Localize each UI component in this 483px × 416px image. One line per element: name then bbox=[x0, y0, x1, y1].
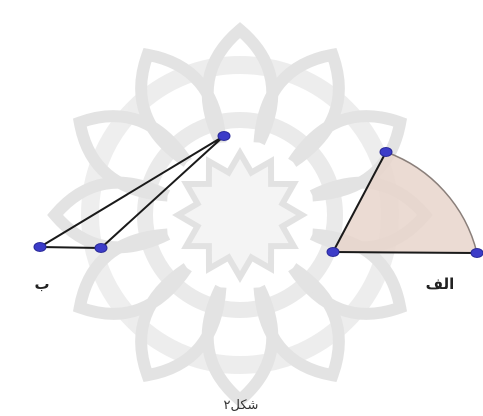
vertex-point bbox=[94, 243, 108, 253]
watermark-ring-inner bbox=[137, 112, 343, 318]
sector-side-ab bbox=[332, 151, 387, 253]
watermark-star bbox=[172, 147, 308, 283]
watermark-petal bbox=[288, 110, 408, 202]
figure-b-triangle: ب bbox=[33, 131, 231, 293]
vertex-point bbox=[217, 131, 231, 141]
label-a: الف bbox=[426, 275, 455, 293]
vertex-point bbox=[470, 248, 483, 258]
watermark-center-star bbox=[172, 147, 308, 283]
watermark-petals bbox=[47, 22, 433, 408]
triangle-shape bbox=[39, 135, 225, 249]
vertex-point bbox=[379, 147, 393, 157]
sector-shape bbox=[331, 151, 478, 254]
sector-side-base bbox=[332, 251, 478, 254]
figure-caption: شکل۲ bbox=[224, 398, 259, 413]
label-b: ب bbox=[34, 275, 49, 293]
figure-a-sector: الف bbox=[326, 147, 483, 293]
vertex-point bbox=[33, 242, 47, 252]
vertex-point bbox=[326, 247, 340, 257]
